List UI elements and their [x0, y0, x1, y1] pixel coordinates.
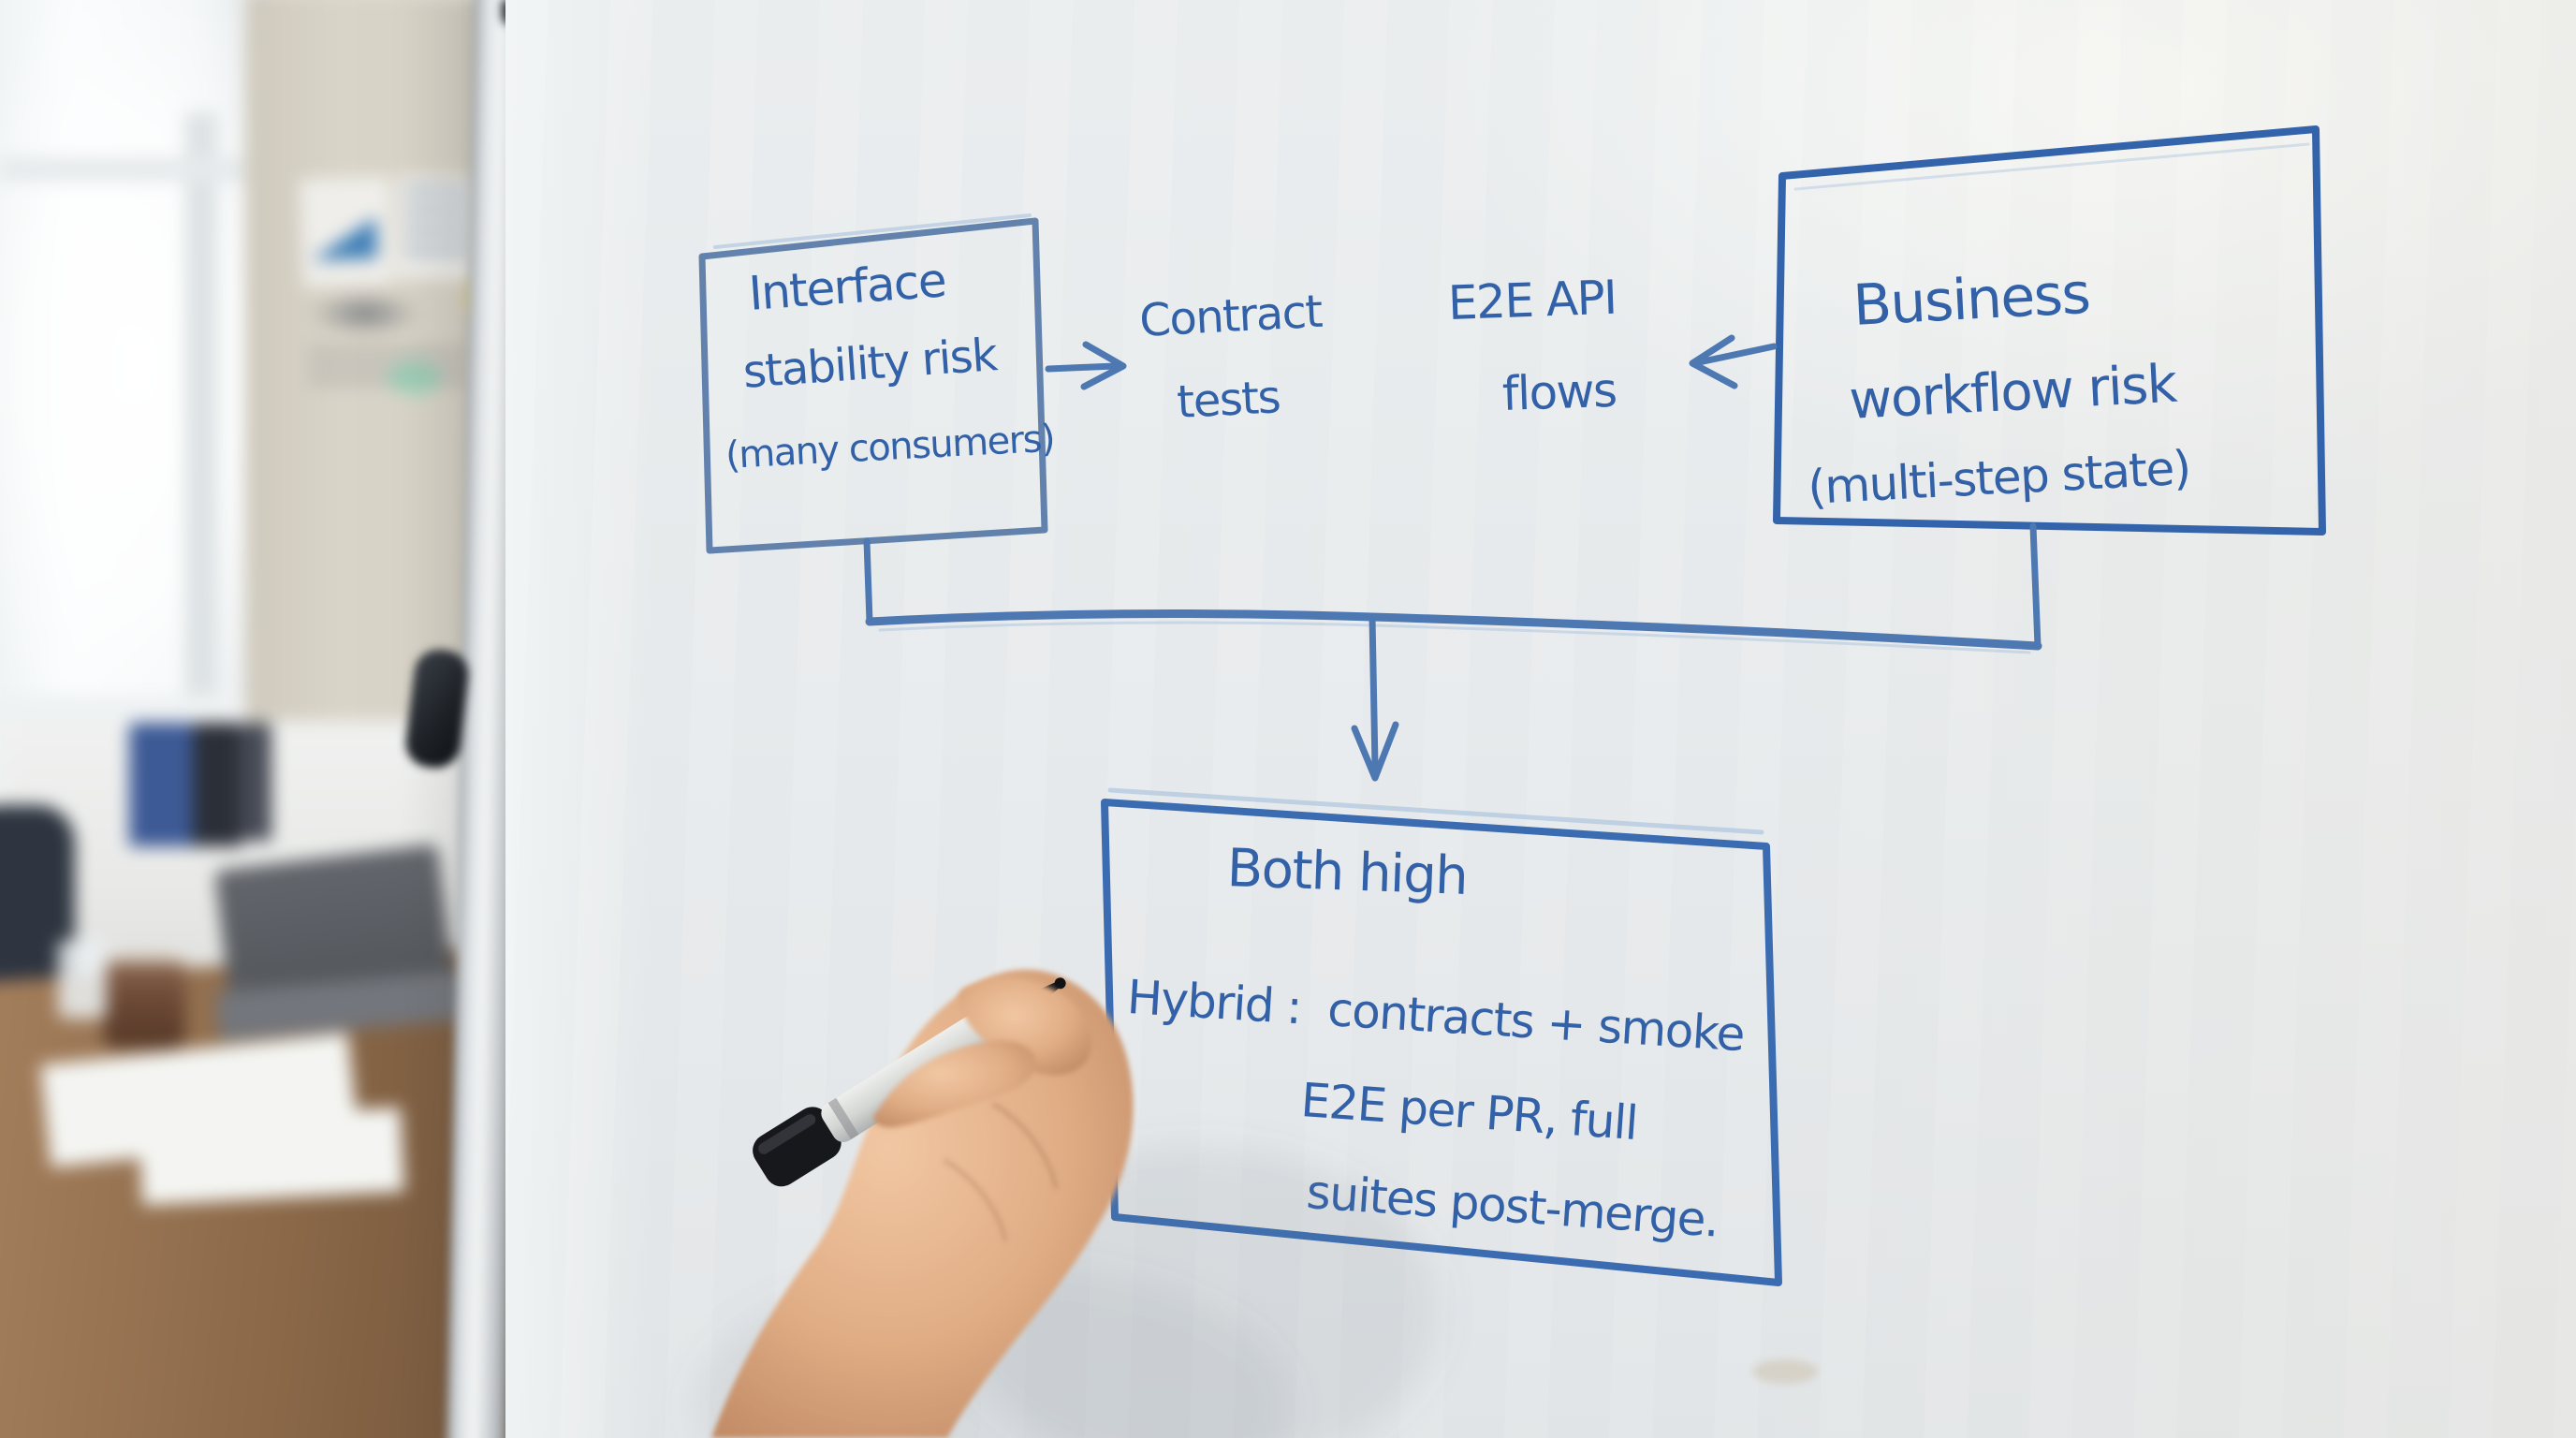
binder-blue — [129, 723, 195, 846]
board-smudge — [1752, 1359, 1818, 1384]
arrow-to-contract-tests-head — [1080, 341, 1127, 390]
pinned-note-scribble — [309, 292, 421, 335]
glass — [58, 940, 107, 1019]
window-frame-top — [0, 157, 253, 182]
connector-drop-right — [2029, 522, 2042, 650]
board-warm-tint — [1734, 0, 2576, 1438]
finger-crease-2 — [943, 1158, 1008, 1242]
arrow-to-contract-tests — [1045, 362, 1120, 373]
sticky-dot-green — [388, 360, 442, 395]
window-frame — [185, 112, 217, 768]
marker-tip-point — [1054, 977, 1066, 990]
decision-box-double-stroke — [1107, 787, 1764, 835]
coffee-mug — [103, 962, 185, 1049]
arrow-to-e2e-flows-head — [1689, 334, 1738, 389]
arrow-to-e2e-flows — [1695, 343, 1778, 366]
connector-horizontal-double — [878, 621, 2031, 654]
marker-cap-highlight — [758, 1114, 816, 1154]
binder-gray — [240, 723, 271, 841]
business-box-outline — [1773, 125, 2326, 536]
merge-arrow-shaft — [1368, 614, 1379, 770]
connector-horizontal — [865, 609, 2042, 651]
interface-box-double-stroke — [713, 213, 1032, 249]
pinned-note-text — [309, 348, 468, 386]
merge-arrow-head — [1351, 721, 1399, 782]
hand-silhouette — [711, 969, 1134, 1438]
binder-dark — [193, 723, 242, 846]
marker-cap — [753, 1107, 842, 1187]
connector-drop-left — [863, 537, 873, 625]
marker-seam — [827, 1097, 859, 1140]
interface-box-outline — [698, 217, 1048, 554]
index-finger — [958, 978, 1092, 1076]
business-box-double-stroke — [1793, 142, 2310, 191]
thumb — [873, 1040, 1036, 1128]
finger-crease — [991, 1102, 1059, 1190]
